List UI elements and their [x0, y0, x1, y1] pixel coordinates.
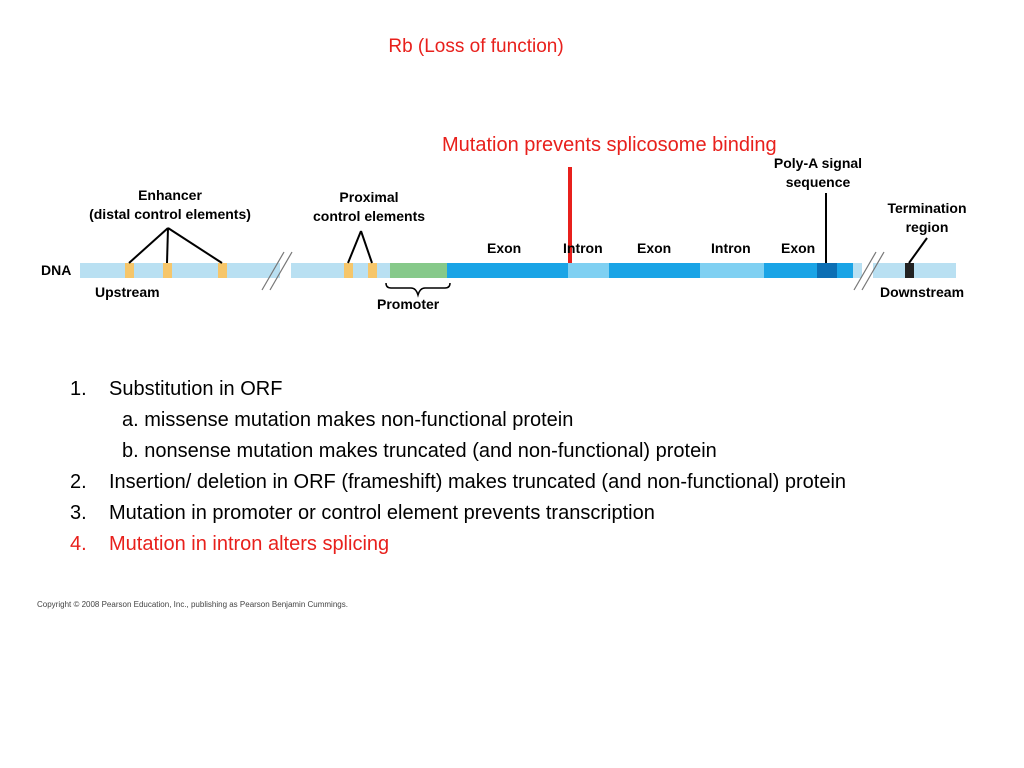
copyright-notice: Copyright © 2008 Pearson Education, Inc.…	[37, 600, 348, 609]
break-mark	[269, 251, 293, 291]
exon-3	[764, 263, 853, 278]
enhancer-label: Enhancer (distal control elements)	[60, 186, 280, 224]
list-item: 3. Mutation in promoter or control elemen…	[70, 498, 846, 529]
enhancer-element	[163, 263, 172, 278]
polya-label-line: Poly-A signal	[773, 155, 863, 171]
proximal-pointer	[347, 230, 362, 264]
mutation-label: Mutation prevents splicosome binding	[442, 134, 777, 156]
list-number: 1.	[70, 378, 87, 400]
enhancer-element	[218, 263, 227, 278]
polya-signal	[817, 263, 837, 278]
enhancer-element	[125, 263, 134, 278]
promoter-region	[390, 263, 447, 278]
proximal-element	[368, 263, 377, 278]
upstream-label: Upstream	[95, 284, 160, 300]
gene-diagram	[80, 167, 956, 298]
list-number: 3.	[70, 502, 87, 524]
termination-mark	[905, 263, 914, 278]
dna-label: DNA	[41, 262, 72, 278]
promoter-label: Promoter	[377, 296, 440, 312]
mutation-types-list: 1. Substitution in ORF a. missense mutati…	[70, 374, 846, 560]
enhancer-label-line: (distal control elements)	[89, 206, 251, 222]
proximal-element	[344, 263, 353, 278]
list-item: 2. Insertion/ deletion in ORF (frameshift…	[70, 467, 846, 498]
list-text: a. missense mutation makes non-functiona…	[122, 409, 574, 431]
list-subitem: a. missense mutation makes non-functiona…	[70, 405, 846, 436]
dna-strand-right	[873, 263, 956, 278]
break-mark	[261, 251, 285, 291]
segment-label-exon: Exon	[487, 240, 522, 256]
termination-pointer	[908, 237, 928, 264]
segment-label-exon: Exon	[637, 240, 672, 256]
dna-strand-left	[80, 263, 280, 278]
slide-title: Rb (Loss of function)	[388, 36, 564, 57]
list-number: 2.	[70, 471, 87, 493]
break-mark	[853, 251, 877, 291]
termination-label: Termination region	[868, 199, 986, 237]
list-text: Mutation in intron alters splicing	[109, 533, 390, 555]
polya-label-line: sequence	[785, 174, 851, 190]
enhancer-pointer	[128, 227, 169, 264]
intron-1	[568, 263, 609, 278]
intron-2	[700, 263, 764, 278]
proximal-pointer	[360, 230, 373, 264]
downstream-label: Downstream	[880, 284, 965, 300]
break-mark	[861, 251, 885, 291]
exon-2	[609, 263, 700, 278]
list-text: Substitution in ORF	[109, 378, 283, 400]
list-item-highlighted: 4. Mutation in intron alters splicing	[70, 529, 846, 560]
exon-1	[447, 263, 568, 278]
termination-label-line: region	[905, 219, 949, 235]
segment-label-exon: Exon	[781, 240, 816, 256]
segment-label-intron: Intron	[563, 240, 603, 256]
polya-label: Poly-A signal sequence	[758, 154, 878, 192]
list-number: 4.	[70, 533, 87, 555]
list-text: b. nonsense mutation makes truncated (an…	[122, 440, 717, 462]
mutation-marker	[568, 167, 572, 263]
promoter-brace	[385, 282, 451, 298]
proximal-label-line: Proximal	[339, 189, 399, 205]
list-subitem: b. nonsense mutation makes truncated (an…	[70, 436, 846, 467]
enhancer-pointer	[166, 227, 169, 264]
list-text: Mutation in promoter or control element …	[109, 502, 655, 524]
termination-label-line: Termination	[887, 200, 967, 216]
proximal-label-line: control elements	[312, 208, 426, 224]
enhancer-label-line: Enhancer	[138, 187, 202, 203]
proximal-label: Proximal control elements	[299, 188, 439, 226]
list-text: Insertion/ deletion in ORF (frameshift) …	[109, 471, 847, 493]
list-item: 1. Substitution in ORF	[70, 374, 846, 405]
segment-label-intron: Intron	[711, 240, 751, 256]
enhancer-pointer	[167, 227, 223, 264]
